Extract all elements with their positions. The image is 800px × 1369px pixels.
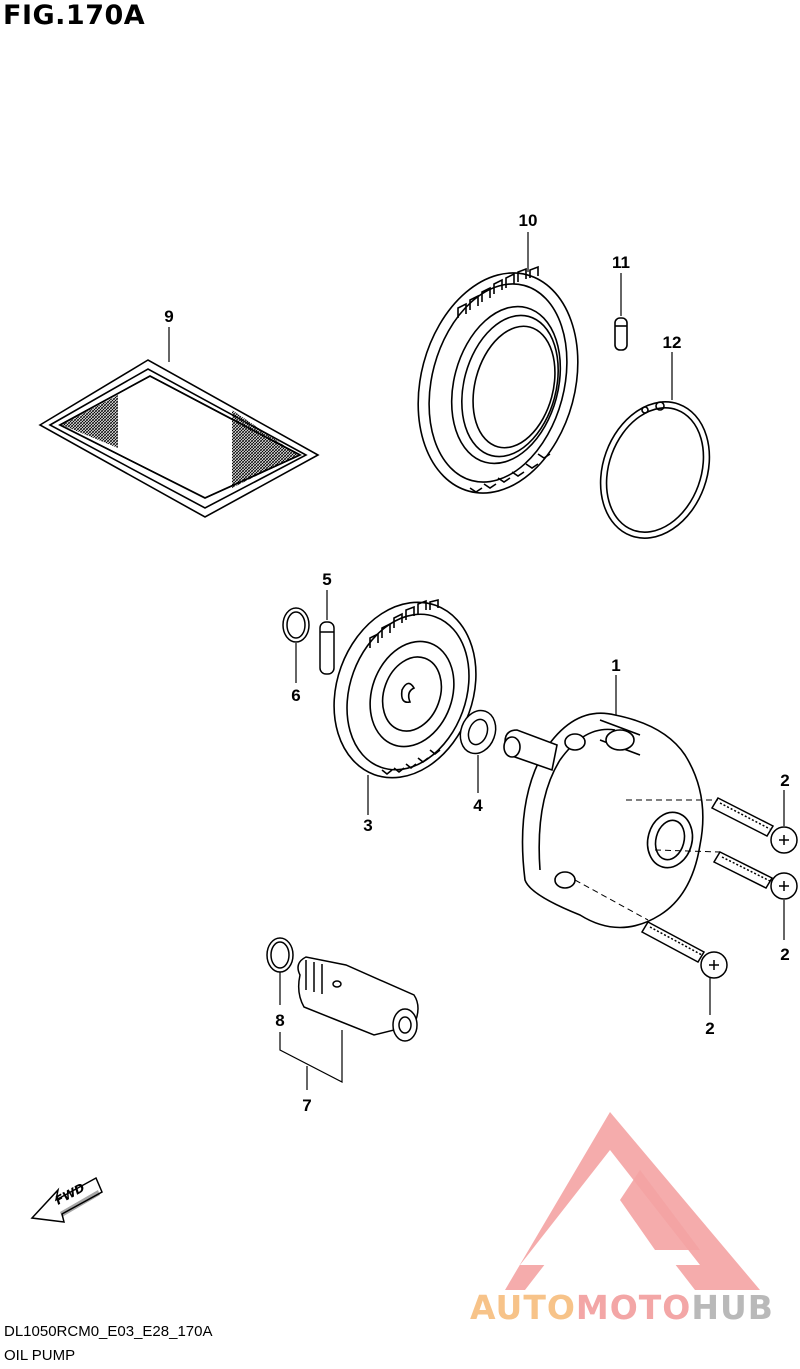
- assembly-lines: [574, 799, 721, 921]
- part-9-gasket: [38, 359, 320, 518]
- callout-4: 4: [473, 796, 483, 815]
- part-6-circlip: [282, 607, 310, 643]
- figure-code: DL1050RCM0_E03_E28_170A: [4, 1323, 213, 1340]
- part-2-bolt-lower: [640, 921, 728, 979]
- callout-2-lower: 2: [705, 1019, 714, 1038]
- watermark-hub: HUB: [691, 1288, 774, 1327]
- callout-2-right: 2: [780, 945, 789, 964]
- watermark-text: AUTOMOTOHUB: [470, 1288, 774, 1327]
- part-4-washer: [459, 709, 497, 755]
- callout-1: 1: [611, 656, 620, 675]
- part-11-pin: [614, 317, 628, 351]
- automotohub-logo-icon: [505, 1112, 760, 1290]
- callout-6: 6: [291, 686, 300, 705]
- part-3-drive-gear: [333, 598, 477, 779]
- leader-lines: [168, 232, 785, 1090]
- part-5-pin: [319, 621, 335, 675]
- callout-11: 11: [612, 253, 630, 272]
- callout-2-upper: 2: [780, 771, 789, 790]
- part-7-shaft: [297, 956, 419, 1042]
- callout-12: 12: [663, 333, 682, 352]
- callout-9: 9: [164, 307, 173, 326]
- callout-8: 8: [275, 1011, 284, 1030]
- watermark-moto: MOTO: [575, 1288, 692, 1327]
- callout-7: 7: [302, 1096, 311, 1115]
- part-12-circlip: [599, 401, 711, 539]
- callout-10: 10: [519, 211, 538, 230]
- fwd-arrow-icon: FWD: [30, 1176, 103, 1223]
- figure-name: OIL PUMP: [4, 1347, 76, 1364]
- callout-3: 3: [363, 816, 372, 835]
- part-2-bolt-middle: [712, 851, 798, 900]
- part-8-o-ring: [266, 937, 294, 973]
- callout-5: 5: [322, 570, 331, 589]
- figure-title: FIG.170A: [3, 0, 146, 31]
- part-2-bolt-upper: [710, 797, 798, 854]
- watermark-auto: AUTO: [470, 1288, 576, 1327]
- part-10-driven-gear: [417, 265, 579, 494]
- part-1-oil-pump: [503, 712, 704, 929]
